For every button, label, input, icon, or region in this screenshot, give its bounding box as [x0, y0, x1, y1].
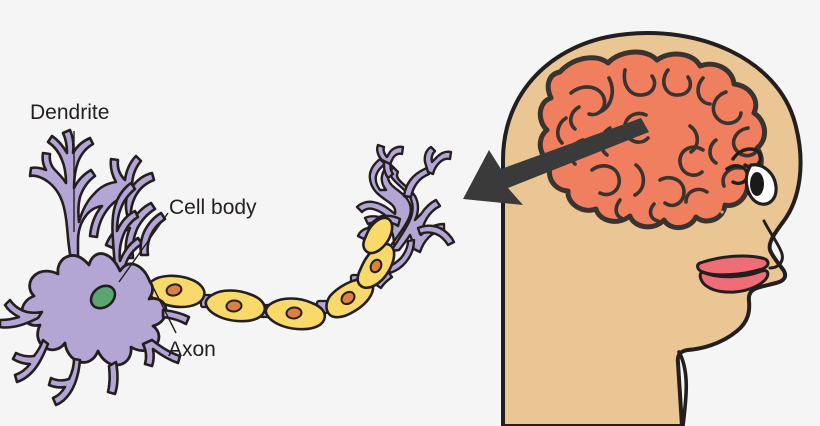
pointer-arrow: [463, 118, 649, 205]
dendrite-stub-bottom-right: [106, 360, 119, 396]
terminal-branch-upper: [402, 166, 431, 199]
leader-line-axon: [151, 284, 177, 334]
dendrite-stub-lower-left: [0, 298, 44, 329]
eye: [725, 147, 778, 206]
myelin-nucleus: [340, 290, 356, 306]
myelin-nucleus: [369, 258, 383, 274]
leader-lines: [73, 131, 177, 334]
human-head-profile: [501, 31, 803, 426]
myelin-segment: [362, 216, 394, 255]
lower-lip: [698, 269, 770, 294]
axon: [146, 216, 396, 331]
cell-body: [20, 252, 168, 367]
brain: [537, 49, 767, 230]
nucleus: [89, 284, 117, 310]
terminal-branch-upper-tip: [423, 145, 453, 176]
cheek-mark: [720, 210, 724, 214]
leader-line-cell-body: [118, 212, 169, 283]
pupil: [750, 172, 764, 196]
axon-terminal: [355, 143, 456, 290]
soma-dendrite-stubs: [0, 298, 191, 407]
arrow-shape: [463, 118, 649, 205]
myelin-nucleus: [165, 283, 183, 297]
jaw-line: [677, 350, 688, 426]
upper-lip: [696, 254, 770, 277]
dendrite-stub-right-mid: [161, 308, 191, 326]
cell-body-and-dendrites: [0, 128, 191, 407]
nose-line: [762, 219, 784, 270]
dendrite-stub-bottom-left: [11, 338, 50, 384]
dendrite-branch-right-of-mid: [139, 211, 167, 257]
lips: [696, 254, 770, 294]
myelin-nuclei: [165, 258, 383, 320]
label-dendrite: Dendrite: [30, 101, 109, 124]
terminal-branch-right: [416, 224, 456, 247]
myelin-nucleus: [285, 306, 303, 320]
label-cell-body: Cell body: [169, 196, 257, 219]
myelin-sheath-segments: [146, 216, 396, 331]
myelin-nucleus: [225, 299, 243, 313]
terminal-branch-left-tip: [376, 143, 405, 166]
label-axon: Axon: [168, 338, 216, 361]
dendrite-stub-right-lower: [141, 338, 182, 368]
dendrite-stub-bottom-mid: [47, 357, 82, 407]
